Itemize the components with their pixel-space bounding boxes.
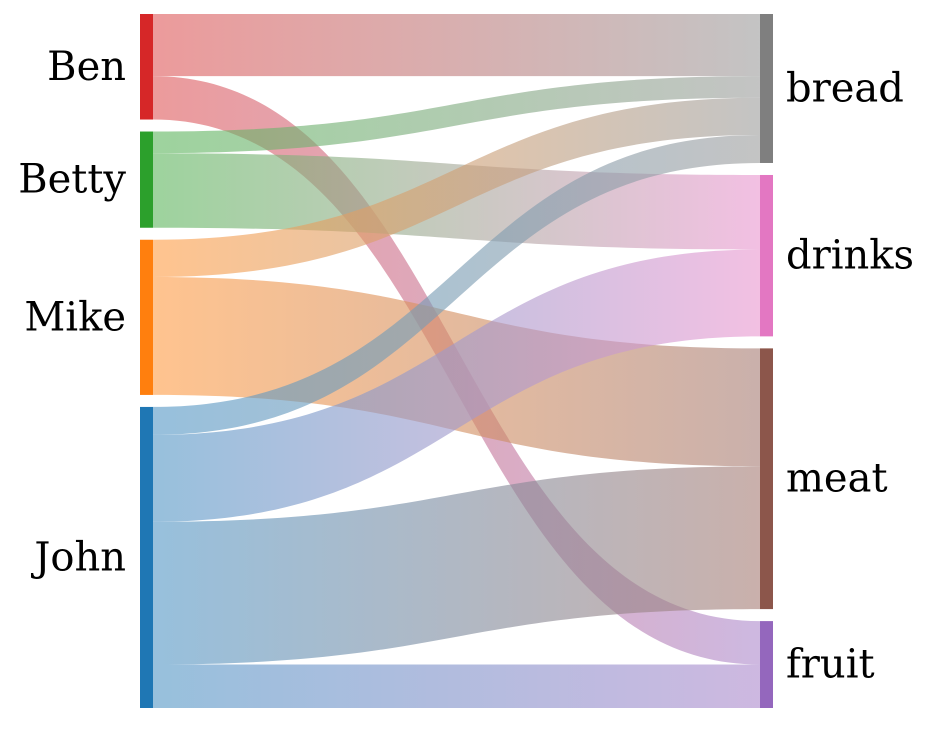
flow-john-to-meat: [153, 466, 760, 665]
node-bar-ben: [140, 14, 153, 120]
node-label-meat: meat: [786, 456, 888, 502]
node-label-ben: Ben: [47, 44, 126, 90]
node-label-fruit: fruit: [786, 642, 875, 688]
node-bar-meat: [760, 348, 773, 610]
node-label-betty: Betty: [18, 157, 126, 203]
node-label-john: John: [30, 534, 126, 580]
node-bar-mike: [140, 239, 153, 395]
node-label-drinks: drinks: [786, 233, 914, 279]
node-bar-bread: [760, 14, 773, 163]
nodes-layer: [140, 14, 773, 708]
node-bar-betty: [140, 131, 153, 228]
flow-ben-to-bread: [153, 14, 760, 77]
node-bar-fruit: [760, 621, 773, 708]
flow-mike-to-bread: [153, 97, 760, 277]
node-label-mike: Mike: [24, 294, 126, 340]
node-label-bread: bread: [786, 65, 904, 111]
flows-layer: [153, 14, 760, 708]
flow-john-to-bread: [153, 135, 760, 435]
node-bar-drinks: [760, 174, 773, 337]
flow-john-to-drinks: [153, 249, 760, 522]
flow-john-to-fruit: [153, 664, 760, 708]
node-bar-john: [140, 406, 153, 708]
flow-betty-to-bread: [153, 76, 760, 154]
